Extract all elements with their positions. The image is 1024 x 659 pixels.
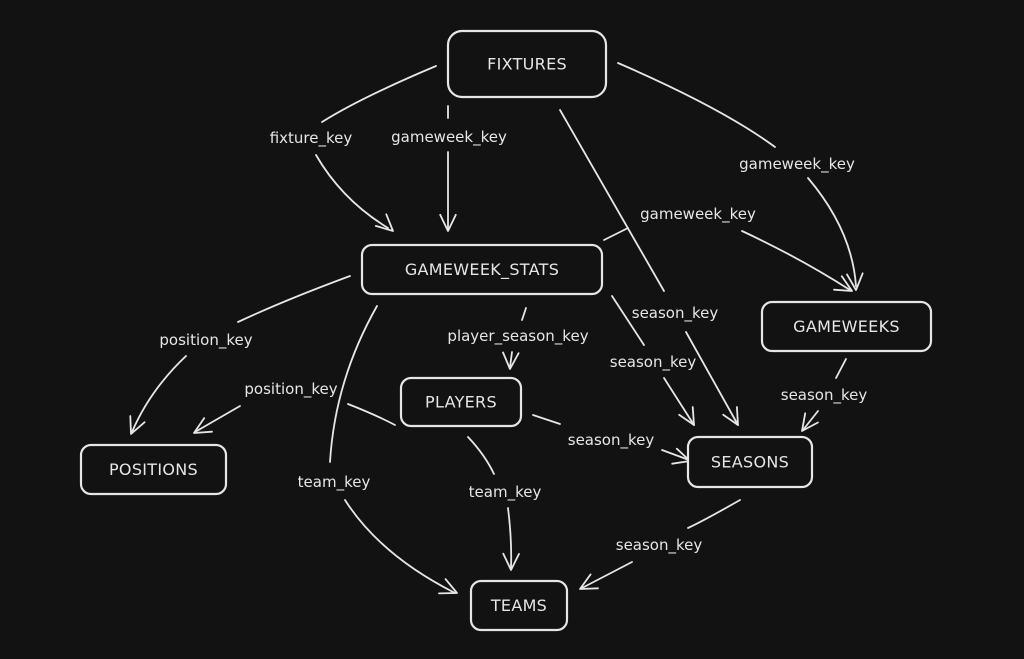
arrowhead-icon (129, 415, 146, 435)
arrowhead-icon (502, 351, 520, 370)
edge-line (617, 62, 776, 148)
edge-line (131, 355, 187, 433)
edge-fixtures-to-gameweek_stats (315, 65, 437, 232)
edge-players-to-teams (467, 436, 520, 571)
edge-gameweek_stats-to-gameweeks (603, 227, 853, 292)
edge-label: gameweek_key (391, 128, 507, 147)
edge-label: player_season_key (447, 327, 588, 346)
edge-line (467, 436, 495, 475)
node-gameweeks[interactable]: GAMEWEEKS (760, 300, 933, 353)
edge-fixtures-to-gameweek_stats (439, 105, 457, 232)
edge-fixtures-to-gameweeks (617, 62, 864, 291)
arrowhead-icon (833, 275, 853, 292)
node-players[interactable]: PLAYERS (399, 376, 523, 428)
edge-label: position_key (244, 380, 337, 399)
edge-line (741, 230, 851, 291)
node-fixtures[interactable]: FIXTURES (446, 29, 608, 99)
edge-line (685, 331, 739, 426)
edge-line (661, 449, 690, 461)
edge-label: gameweek_key (640, 205, 756, 224)
edge-label: season_key (568, 431, 655, 450)
edge-label: fixture_key (270, 129, 353, 148)
edge-gameweek_stats-to-teams (329, 305, 458, 595)
edge-line (344, 499, 456, 594)
edge-label: season_key (632, 304, 719, 323)
edge-line (687, 499, 741, 529)
edge-line (507, 507, 513, 569)
edge-line (329, 305, 378, 463)
edge-line (559, 109, 665, 292)
edge-line (663, 377, 695, 426)
arrowhead-icon (193, 417, 213, 434)
edge-players-to-positions (193, 403, 396, 434)
arrowhead-icon (678, 406, 695, 426)
edge-gameweek_stats-to-positions (129, 275, 351, 435)
edge-label: season_key (616, 536, 703, 555)
nodes-layer: FIXTURES GAMEWEEK_STATS GAMEWEEKS PLAYERS PO… (79, 29, 933, 632)
edge-gameweek_stats-to-seasons (611, 295, 695, 426)
node-box (399, 376, 523, 428)
node-label: GAMEWEEKS (793, 317, 900, 336)
node-box (79, 443, 228, 496)
edge-label: season_key (781, 386, 868, 405)
node-label: SEASONS (711, 453, 789, 472)
arrowhead-icon (846, 272, 864, 291)
edge-seasons-to-teams (579, 499, 741, 590)
edge-line (807, 177, 857, 287)
edge-label: gameweek_key (739, 155, 855, 174)
arrowhead-icon (502, 552, 520, 571)
node-box (760, 300, 933, 353)
edge-line (315, 154, 389, 229)
edge-label: team_key (469, 483, 542, 502)
arrowhead-icon (801, 412, 819, 432)
node-box (360, 243, 604, 296)
edge-line (532, 414, 561, 425)
edge-labels-layer: fixture_key gameweek_key gameweek_keyseaso… (159, 128, 867, 555)
node-label: TEAMS (490, 596, 547, 615)
node-positions[interactable]: POSITIONS (79, 443, 228, 496)
edge-fixtures-to-seasons (559, 109, 739, 426)
node-teams[interactable]: TEAMS (469, 579, 569, 632)
edge-line (802, 410, 819, 431)
arrowhead-icon (374, 213, 394, 232)
arrowhead-icon (722, 406, 739, 426)
node-label: FIXTURES (487, 55, 567, 74)
edge-label: position_key (159, 331, 252, 350)
edge-line (611, 295, 645, 346)
edge-line (521, 307, 527, 321)
edge-line (194, 405, 241, 433)
edge-gameweek_stats-to-players (502, 307, 527, 370)
arrowhead-icon (579, 573, 599, 590)
edge-line (321, 65, 437, 123)
edge-line (509, 351, 513, 368)
arrowhead-icon (438, 578, 458, 595)
node-box (446, 29, 608, 99)
edge-gameweeks-to-seasons (801, 358, 847, 432)
node-box (469, 579, 569, 632)
node-gameweek-stats[interactable]: GAMEWEEK_STATS (360, 243, 604, 296)
node-label: PLAYERS (425, 393, 497, 412)
node-label: POSITIONS (109, 460, 198, 479)
edges-layer (129, 62, 864, 595)
edge-label: season_key (610, 353, 697, 372)
edge-line (347, 403, 396, 426)
arrowhead-icon (439, 213, 457, 232)
node-label: GAMEWEEK_STATS (405, 260, 559, 280)
edge-line (237, 275, 351, 323)
edge-line (835, 358, 847, 379)
node-seasons[interactable]: SEASONS (686, 435, 814, 489)
edge-line (603, 227, 629, 241)
node-box (686, 435, 814, 489)
edge-label: team_key (298, 473, 371, 492)
edge-line (581, 561, 633, 589)
